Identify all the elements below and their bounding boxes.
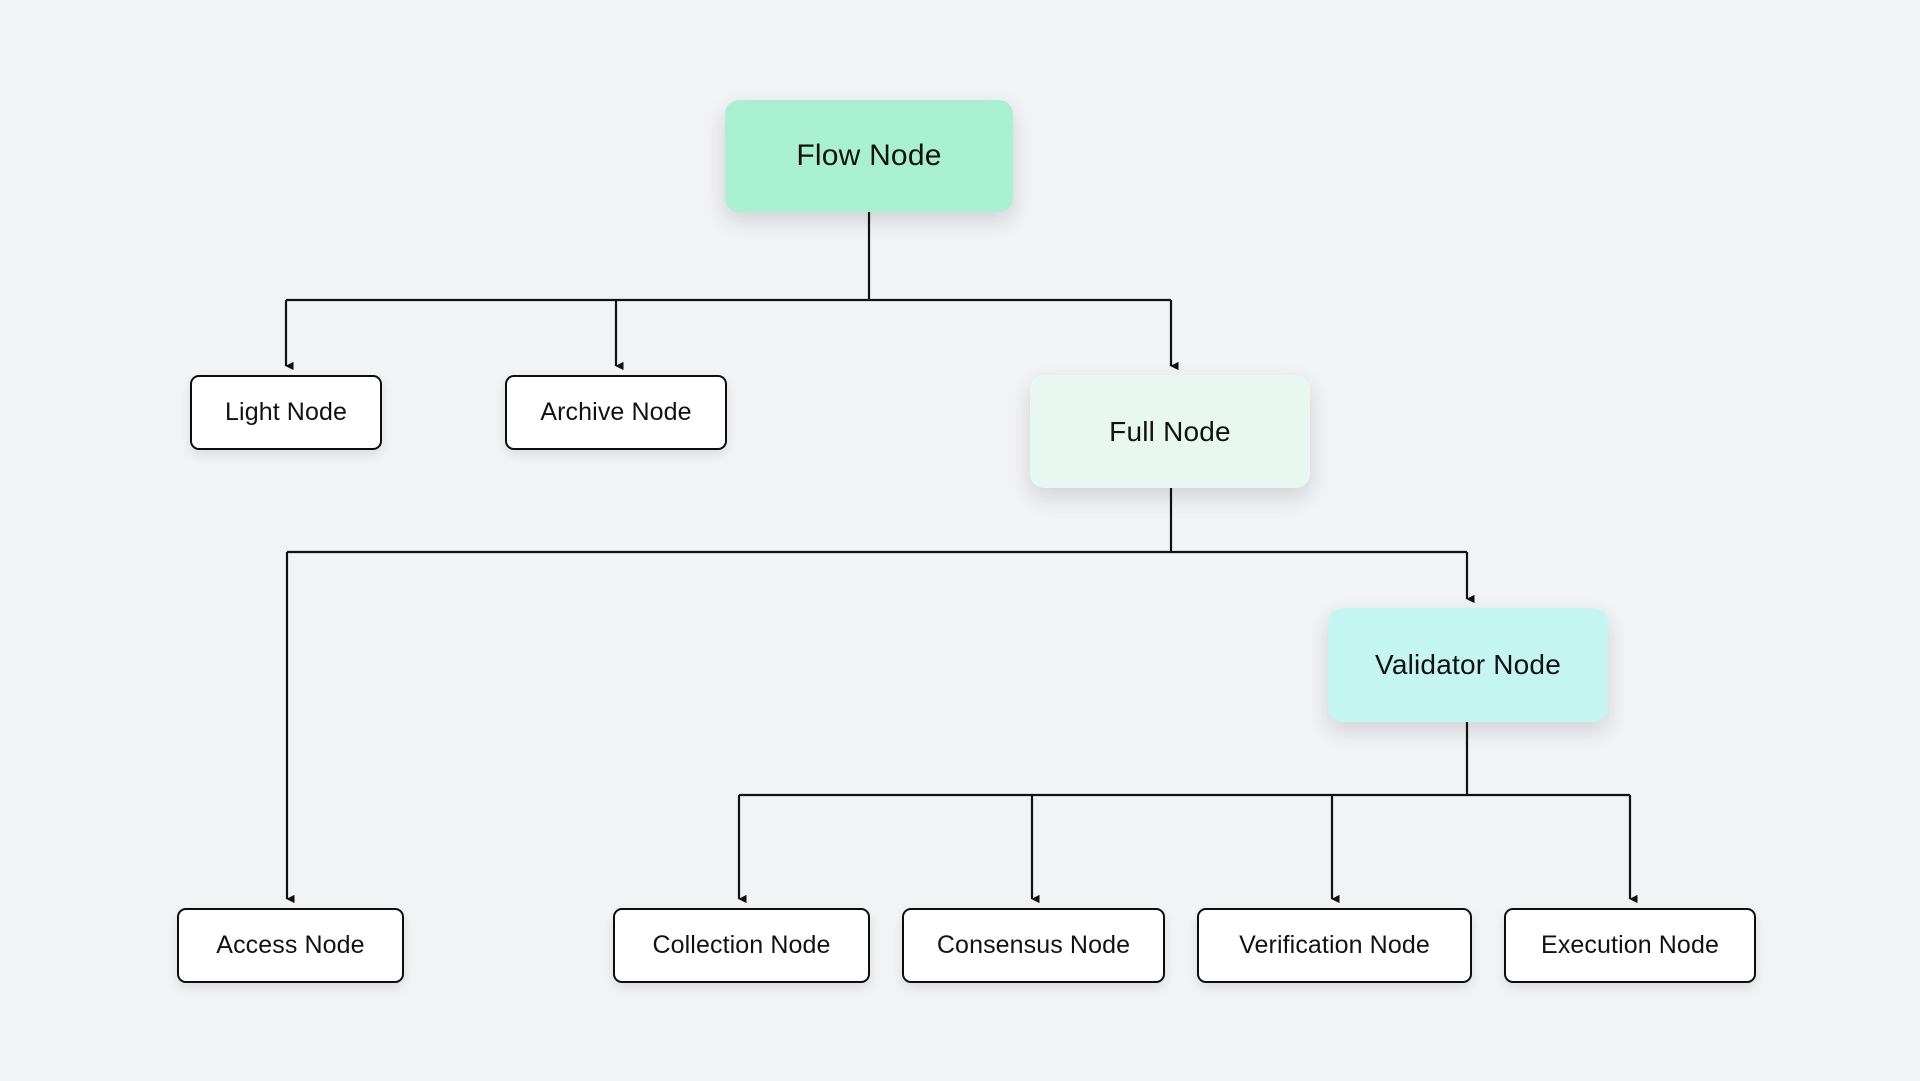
node-flow-label: Flow Node (796, 139, 942, 172)
node-validator[interactable]: Validator Node (1328, 608, 1608, 722)
node-consensus[interactable]: Consensus Node (902, 908, 1165, 983)
node-verification[interactable]: Verification Node (1197, 908, 1472, 983)
node-validator-label: Validator Node (1375, 649, 1561, 680)
node-light[interactable]: Light Node (190, 375, 382, 450)
node-flow[interactable]: Flow Node (725, 100, 1013, 212)
node-full[interactable]: Full Node (1030, 375, 1310, 488)
node-access-label: Access Node (216, 931, 365, 959)
node-consensus-label: Consensus Node (936, 931, 1131, 959)
node-light-label: Light Node (225, 398, 347, 426)
node-archive[interactable]: Archive Node (505, 375, 727, 450)
node-full-label: Full Node (1109, 415, 1231, 447)
node-execution-label: Execution Node (1541, 931, 1719, 959)
node-collection[interactable]: Collection Node (613, 908, 870, 983)
node-archive-label: Archive Node (540, 398, 692, 426)
node-access[interactable]: Access Node (177, 908, 404, 983)
node-execution[interactable]: Execution Node (1504, 908, 1756, 983)
node-verification-label: Verification Node (1239, 931, 1430, 959)
node-collection-label: Collection Node (652, 931, 831, 959)
